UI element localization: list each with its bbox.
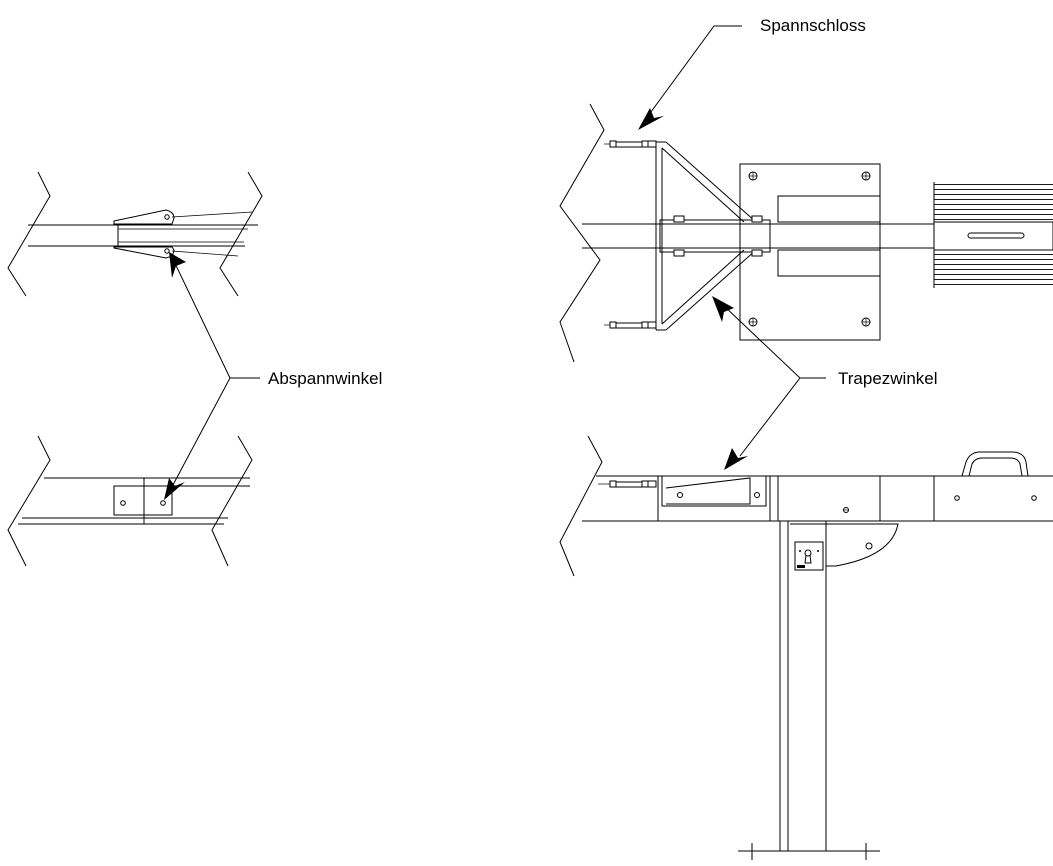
- indicator-dot: [799, 550, 801, 552]
- tension-angle-plate: [113, 485, 173, 516]
- turnbuckle-bottom: [604, 321, 657, 329]
- leader-line: [165, 377, 231, 499]
- leader-line: [647, 25, 742, 117]
- label-trapezwinkel: Trapezwinkel: [838, 369, 938, 388]
- slot: [967, 232, 1025, 239]
- screw: [954, 495, 960, 501]
- nut: [673, 215, 685, 223]
- clamp-block: [659, 219, 771, 253]
- break-line-right: [219, 171, 263, 297]
- break-line: [559, 103, 605, 363]
- spannschloss-callout: Spannschloss: [638, 16, 866, 130]
- indicator-dot: [817, 550, 819, 552]
- turnbuckle-side: [598, 480, 657, 488]
- tension-angle-bottom: [113, 246, 175, 259]
- break-line-left: [7, 171, 51, 297]
- right-top-view: [559, 103, 1053, 363]
- trapezoid-angle-edge: [665, 477, 751, 505]
- tension-angle-top: [113, 209, 175, 225]
- plate-slot: [777, 249, 881, 277]
- right-side-view: [559, 435, 1053, 860]
- keyhole-icon: [804, 549, 812, 557]
- arrowhead: [712, 296, 734, 322]
- label-spannschloss: Spannschloss: [760, 16, 866, 35]
- guy-wire: [171, 211, 253, 218]
- nut: [751, 249, 763, 257]
- screw-marks: [748, 171, 871, 327]
- guy-wire: [171, 250, 239, 257]
- handle: [961, 451, 1029, 477]
- quadrant-plate: [826, 523, 899, 567]
- arrowhead: [164, 478, 185, 500]
- label-abspannwinkel: Abspannwinkel: [268, 369, 382, 388]
- bolt: [754, 492, 760, 498]
- trapezoid-side-plate: [661, 475, 767, 507]
- abspannwinkel-callout: Abspannwinkel: [164, 252, 382, 500]
- handle-inner: [968, 457, 1023, 477]
- left-side-view: [7, 435, 253, 567]
- nut: [673, 249, 685, 257]
- pivot-hole: [865, 542, 873, 550]
- arrowhead: [638, 108, 664, 130]
- switch-marking: [797, 565, 805, 568]
- screw: [1031, 495, 1037, 501]
- keyhole-slot: [804, 554, 812, 564]
- trapezwinkel-callout: Trapezwinkel: [712, 296, 938, 470]
- bolt: [164, 248, 170, 254]
- nut: [751, 215, 763, 223]
- break-line: [559, 435, 603, 577]
- bolt: [164, 214, 170, 220]
- bolt: [120, 500, 126, 506]
- bolt: [160, 500, 166, 506]
- arrowhead: [724, 448, 748, 470]
- trapezoid-angle: [655, 141, 757, 331]
- rail-through-pad: [933, 221, 1053, 251]
- key-switch-panel: [794, 541, 824, 571]
- break-line-left: [7, 435, 51, 567]
- left-top-view: [7, 171, 263, 297]
- leader-line: [721, 303, 826, 379]
- plate-slot: [777, 195, 881, 223]
- turnbuckle-top: [604, 140, 657, 148]
- leader-line: [739, 377, 801, 457]
- break-line-right: [211, 435, 253, 567]
- leader-line: [169, 252, 260, 379]
- arrowhead: [169, 252, 186, 278]
- bolt: [677, 492, 683, 498]
